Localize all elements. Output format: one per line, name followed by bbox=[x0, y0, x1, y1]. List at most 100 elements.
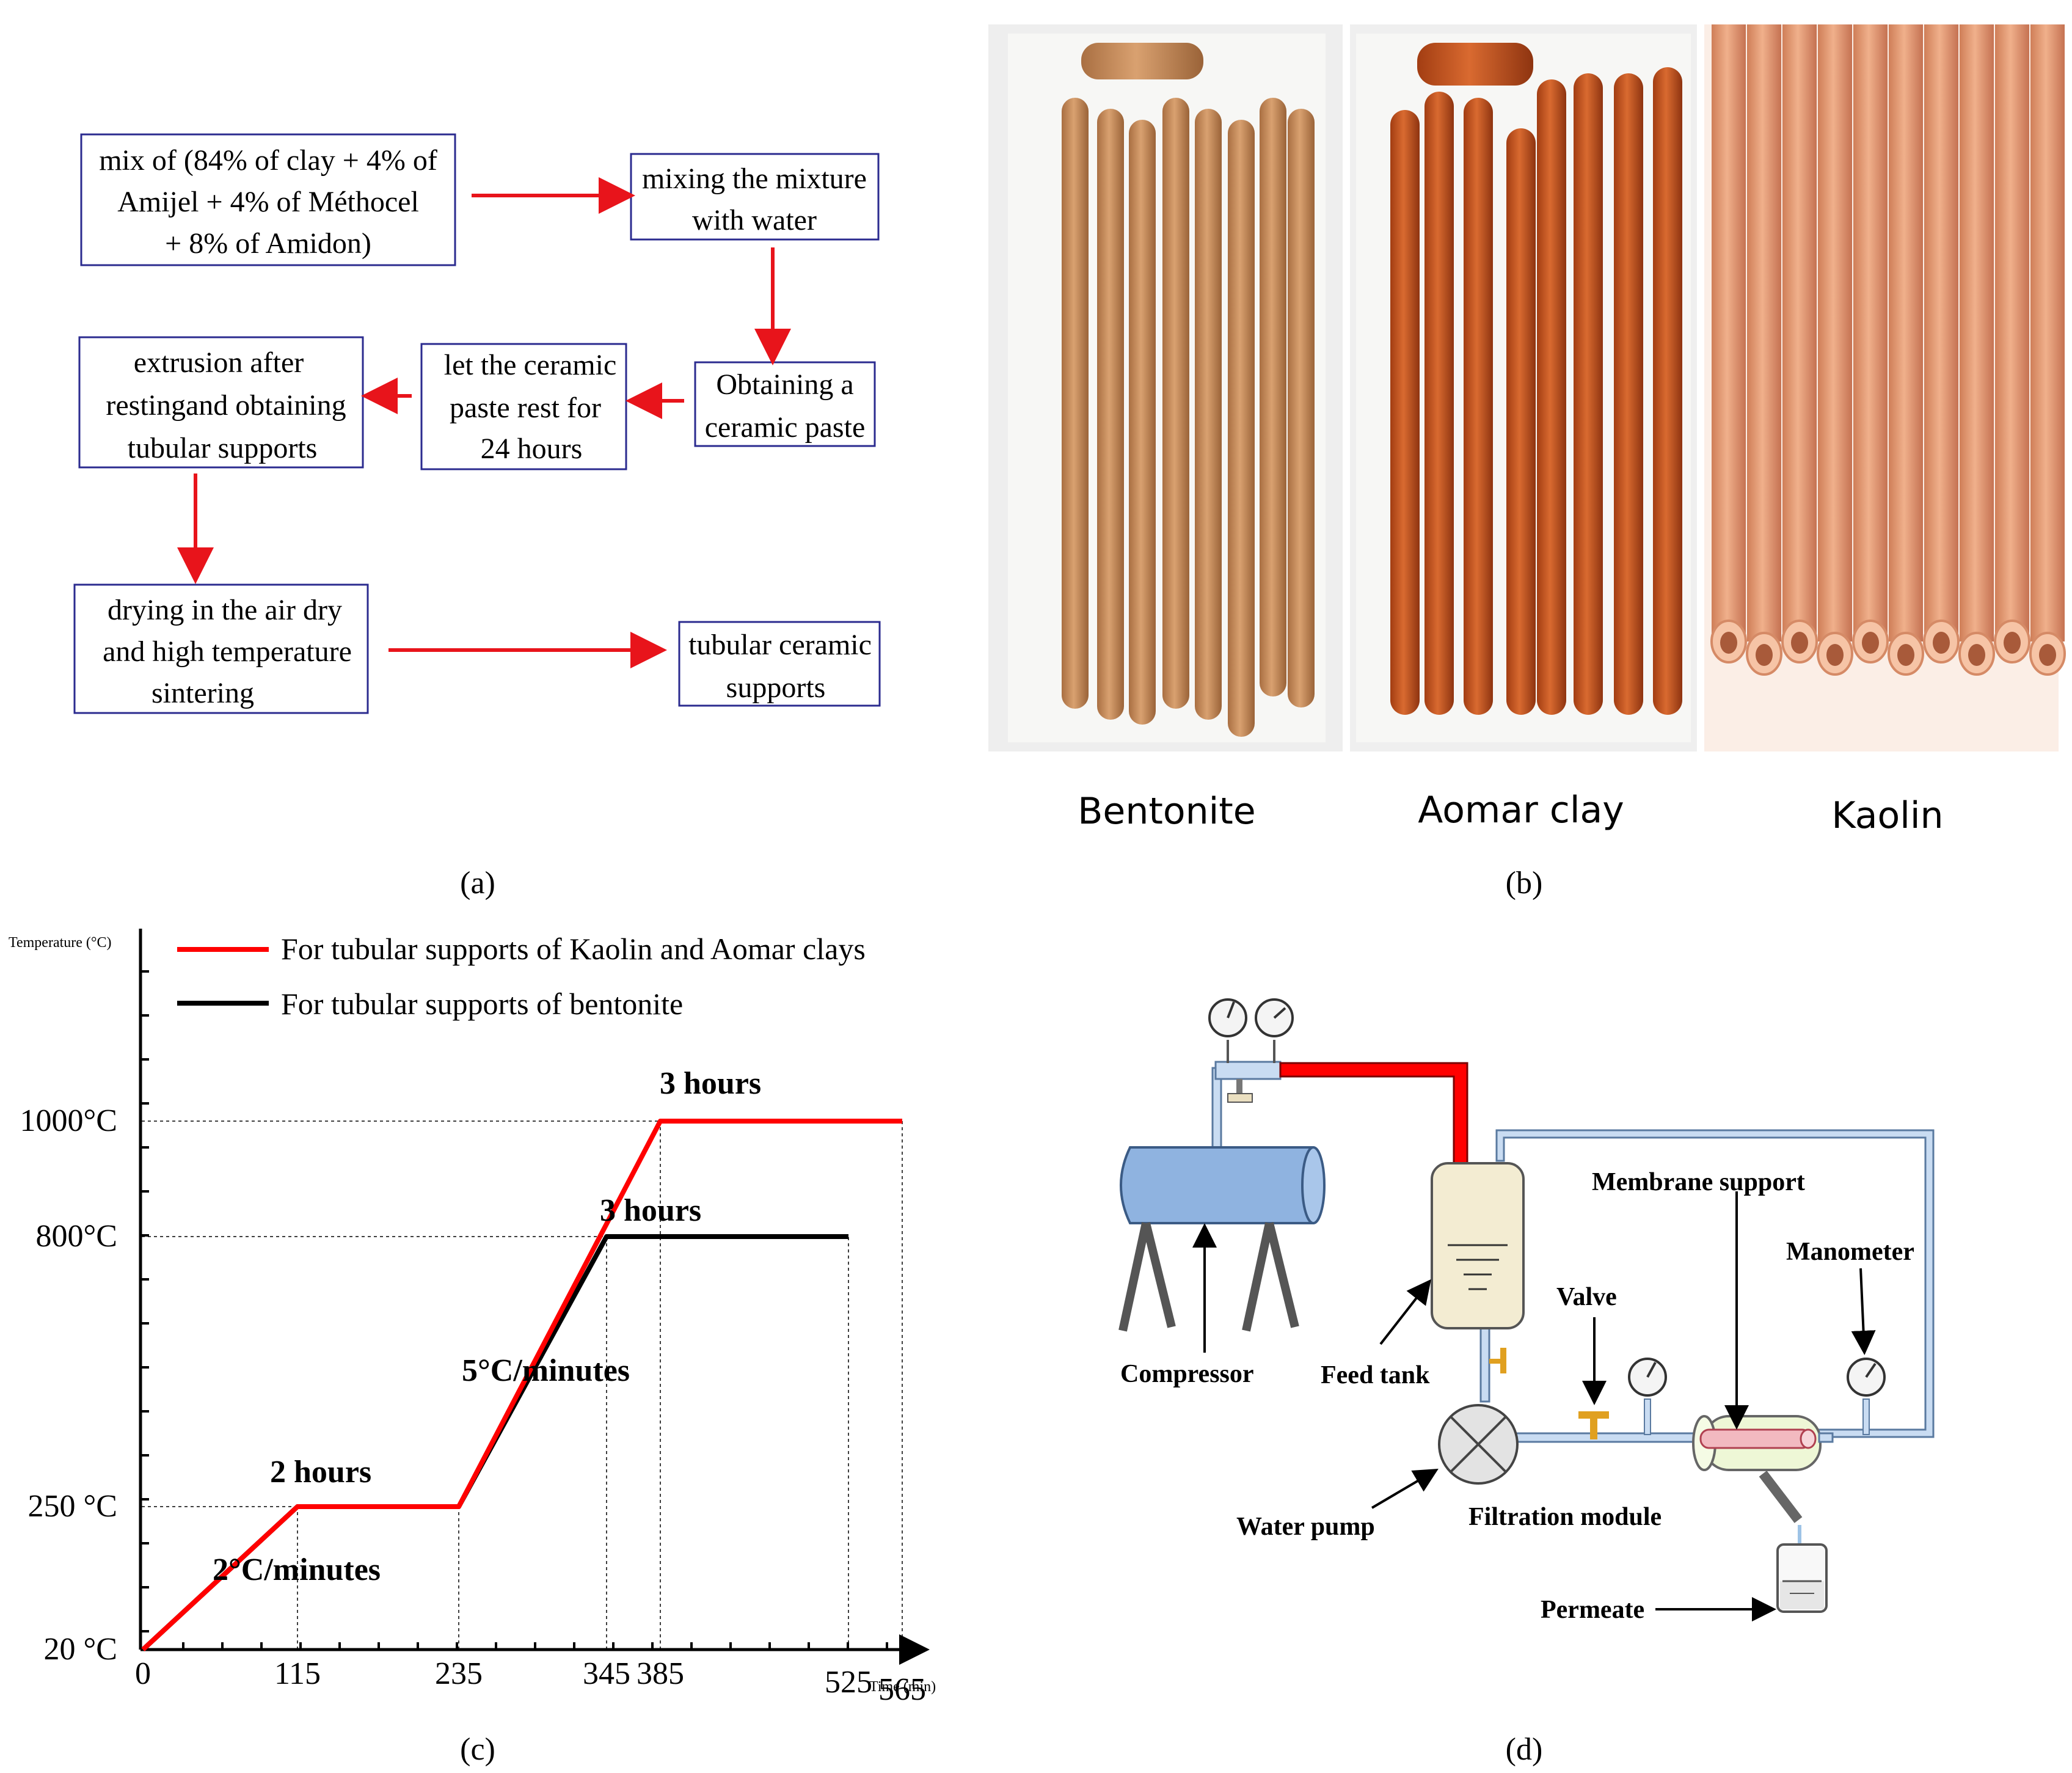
series-kaolin-aomar-line bbox=[141, 1119, 902, 1651]
bentonite-tube bbox=[1162, 98, 1189, 709]
permeate-beaker-icon bbox=[1759, 1471, 1828, 1613]
flow-box-mix-line3: + 8% of Amidon) bbox=[165, 227, 371, 260]
flow-box-ceramic-paste: Obtaining a ceramic paste bbox=[694, 361, 876, 447]
y-tick-label: 250 °C bbox=[28, 1489, 117, 1524]
feed-tank-icon bbox=[1431, 1162, 1525, 1373]
x-tick-label: 235 bbox=[435, 1656, 483, 1691]
flow-box-drying: drying in the air dry and high temperatu… bbox=[73, 583, 369, 714]
panel-d-caption: (d) bbox=[1506, 1732, 1543, 1767]
chart-xlabel: Time (min) bbox=[869, 1679, 936, 1695]
flow-box-drying-line1: drying in the air dry bbox=[108, 594, 342, 626]
kaolin-tube bbox=[1889, 24, 1923, 642]
flow-box-mix: mix of (84% of clay + 4% of Amijel + 4% … bbox=[80, 133, 456, 266]
flow-box-tubular-supports-line2: supports bbox=[726, 671, 826, 704]
bentonite-tube bbox=[1288, 109, 1315, 707]
aomar-tube bbox=[1424, 92, 1454, 715]
legend-label-kaolin-aomar: For tubular supports of Kaolin and Aomar… bbox=[281, 932, 866, 966]
panel-c-caption: (c) bbox=[460, 1732, 495, 1767]
kaolin-tube bbox=[1712, 24, 1746, 642]
flow-arrows bbox=[177, 177, 791, 668]
kaolin-tube-bore bbox=[2004, 632, 2021, 654]
flow-box-mixing-water-line2: with water bbox=[692, 204, 817, 236]
pipes bbox=[1211, 1061, 1935, 1443]
bentonite-tube bbox=[1097, 109, 1124, 720]
flow-box-extrusion-line3: tubular supports bbox=[128, 432, 318, 464]
panel-d-schematic: Compressor Feed tank Water pump Valve bbox=[1118, 998, 1935, 1767]
aomar-tubes bbox=[1390, 43, 1682, 715]
aomar-tube bbox=[1537, 79, 1566, 715]
kaolin-tube-bore bbox=[1791, 632, 1808, 654]
flow-box-rest-line1: let the ceramic bbox=[444, 349, 617, 381]
panel-b-photos: Bentonite Aomar clay Kaolin (b) bbox=[988, 24, 2066, 901]
flow-box-ceramic-paste-line1: Obtaining a bbox=[716, 368, 853, 401]
flow-box-extrusion: extrusion after restingand obtaining tub… bbox=[78, 336, 364, 469]
label-membrane-support: Membrane support bbox=[1592, 1168, 1805, 1196]
return-pipe bbox=[1495, 1129, 1935, 1438]
bentonite-tube bbox=[1062, 98, 1089, 709]
aomar-tube bbox=[1506, 128, 1536, 715]
panel-a-flowchart: mix of (84% of clay + 4% of Amijel + 4% … bbox=[73, 133, 881, 901]
label-compressor: Compressor bbox=[1120, 1360, 1254, 1388]
kaolin-tube bbox=[1960, 24, 1994, 642]
compressor-gauges-icon bbox=[1208, 998, 1294, 1103]
x-tick-label: 345 bbox=[583, 1656, 630, 1691]
flow-box-extrusion-line2: restingand obtaining bbox=[106, 389, 346, 422]
aomar-tube bbox=[1653, 67, 1682, 715]
x-tick-label: 115 bbox=[274, 1656, 321, 1691]
annotation-2-hours: 2 hours bbox=[270, 1455, 371, 1490]
flow-box-mixing-water-line1: mixing the mixture bbox=[642, 163, 867, 195]
bentonite-tubes bbox=[1062, 43, 1315, 737]
bentonite-tube-short bbox=[1081, 43, 1203, 79]
kaolin-tube-bore bbox=[1968, 644, 1985, 666]
legend-label-bentonite: For tubular supports of bentonite bbox=[281, 987, 683, 1021]
kaolin-tube-bore bbox=[1756, 644, 1773, 666]
flow-box-drying-line3: sintering bbox=[151, 677, 254, 709]
label-permeate: Permeate bbox=[1541, 1596, 1644, 1624]
y-tick-label: 1000°C bbox=[20, 1103, 117, 1138]
flow-box-rest: let the ceramic paste rest for 24 hours bbox=[420, 343, 627, 470]
kaolin-tube-bore bbox=[1933, 632, 1950, 654]
flow-box-mix-line2: Amijel + 4% of Méthocel bbox=[117, 186, 419, 218]
annotation-3-hours-red: 3 hours bbox=[660, 1066, 761, 1101]
label-kaolin: Kaolin bbox=[1831, 794, 1943, 837]
y-tick-label: 800°C bbox=[36, 1219, 117, 1254]
flow-box-mixing-water: mixing the mixture with water bbox=[630, 153, 880, 241]
filtration-module-icon bbox=[1692, 1415, 1834, 1471]
water-pump-icon bbox=[1438, 1404, 1519, 1485]
annotation-5c-per-min: 5°C/minutes bbox=[462, 1353, 630, 1388]
label-bentonite: Bentonite bbox=[1078, 790, 1255, 833]
manometer-left-icon bbox=[1628, 1358, 1667, 1397]
kaolin-tube bbox=[1782, 24, 1817, 642]
photo-aomar-clay bbox=[1350, 24, 1697, 751]
aomar-tube bbox=[1390, 110, 1420, 715]
chart-ylabel: Temperature (°C) bbox=[9, 935, 112, 951]
flow-box-tubular-supports: tubular ceramic supports bbox=[678, 621, 881, 707]
manometer-right-icon bbox=[1847, 1358, 1886, 1397]
photo-bentonite bbox=[988, 24, 1343, 751]
flow-box-extrusion-line1: extrusion after bbox=[134, 346, 304, 379]
bentonite-tube bbox=[1260, 98, 1286, 696]
x-tick-label: 565 bbox=[878, 1672, 926, 1707]
compressor-icon bbox=[1118, 1146, 1326, 1332]
flow-box-rest-line2: paste rest for bbox=[450, 392, 601, 424]
label-filtration-module: Filtration module bbox=[1468, 1503, 1662, 1531]
label-water-pump: Water pump bbox=[1236, 1513, 1375, 1541]
valve-icon bbox=[1578, 1411, 1609, 1439]
kaolin-tube bbox=[1995, 24, 2029, 642]
label-manometer: Manometer bbox=[1786, 1238, 1914, 1266]
kaolin-tube-bore bbox=[1720, 632, 1737, 654]
flow-box-mix-line1: mix of (84% of clay + 4% of bbox=[99, 144, 437, 177]
photo-kaolin bbox=[1704, 24, 2066, 751]
kaolin-tube-bore bbox=[1826, 644, 1844, 666]
x-tick-label: 0 bbox=[135, 1656, 151, 1691]
kaolin-tube bbox=[1747, 24, 1781, 642]
kaolin-tube-bore bbox=[2039, 644, 2056, 666]
aomar-tube-short bbox=[1417, 43, 1533, 86]
label-aomar-clay: Aomar clay bbox=[1418, 789, 1624, 832]
flow-box-rest-line3: 24 hours bbox=[481, 433, 583, 465]
chart-legend: For tubular supports of Kaolin and Aomar… bbox=[177, 932, 866, 1021]
kaolin-tube bbox=[1818, 24, 1852, 642]
kaolin-tubes bbox=[1710, 24, 2066, 676]
